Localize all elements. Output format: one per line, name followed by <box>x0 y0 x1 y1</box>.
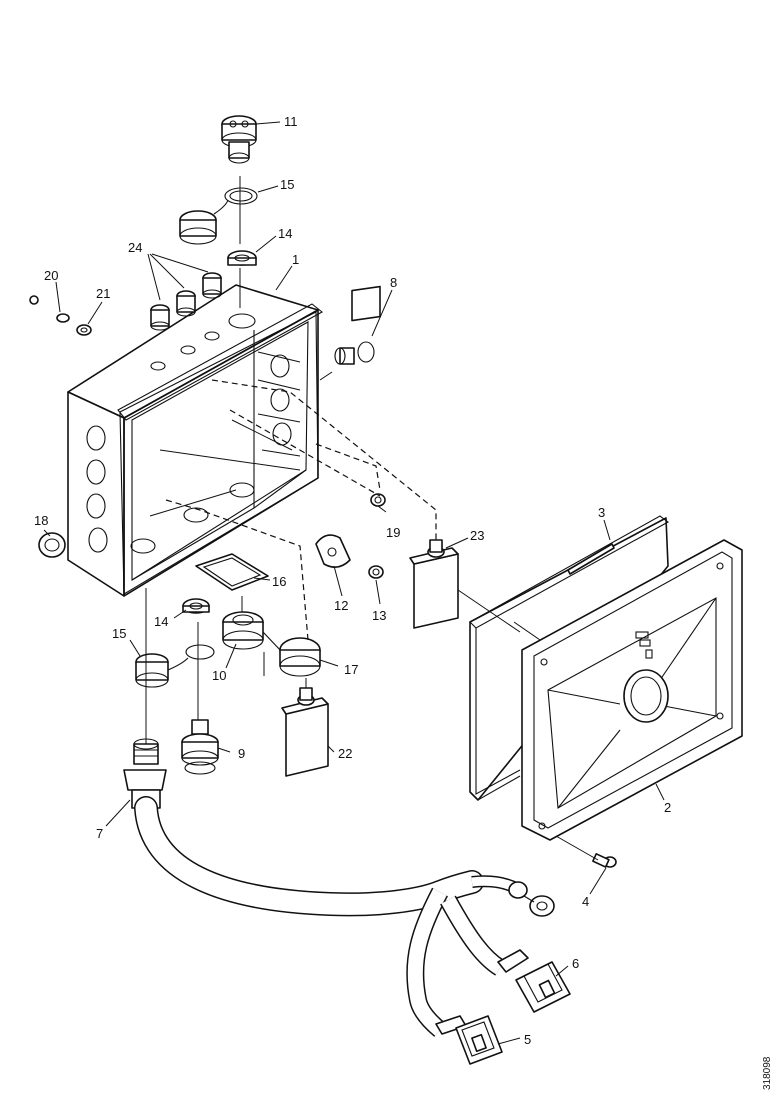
dust-cap-lower <box>135 644 215 688</box>
callout-8: 8 <box>390 275 397 290</box>
wiring-harness <box>134 796 555 1037</box>
callout-9: 9 <box>238 746 245 761</box>
relay-22 <box>281 687 329 777</box>
nut-lower <box>182 598 210 614</box>
plug-6 <box>497 949 571 1013</box>
gasket-strip <box>567 543 615 575</box>
callout-2: 2 <box>664 800 671 815</box>
callout-13: 13 <box>372 608 386 623</box>
callout-3: 3 <box>598 505 605 520</box>
callout-5: 5 <box>524 1032 531 1047</box>
connector-10 <box>222 611 283 653</box>
callout-24: 24 <box>128 240 142 255</box>
callout-17: 17 <box>344 662 358 677</box>
relay-23 <box>409 539 459 629</box>
callout-22: 22 <box>338 746 352 761</box>
callout-labels: 11 15 14 24 1 20 21 8 19 23 3 18 16 12 1… <box>34 114 671 1047</box>
flange-connector <box>319 285 381 381</box>
callout-4: 4 <box>582 894 589 909</box>
callout-18: 18 <box>34 513 48 528</box>
leader-lines <box>43 121 665 1045</box>
callout-14-lower: 14 <box>154 614 168 629</box>
callout-14-top: 14 <box>278 226 292 241</box>
lid-2 <box>521 539 743 841</box>
screw-13 <box>368 565 384 579</box>
callout-23: 23 <box>470 528 484 543</box>
drawing-number: 318098 <box>762 1056 773 1090</box>
callout-11: 11 <box>284 114 298 129</box>
callout-12: 12 <box>334 598 348 613</box>
callout-6: 6 <box>572 956 579 971</box>
callout-7: 7 <box>96 826 103 841</box>
callout-21: 21 <box>96 286 110 301</box>
callout-16: 16 <box>272 574 286 589</box>
top-connector <box>221 115 257 164</box>
screw-19 <box>370 493 386 507</box>
cap-17 <box>279 637 321 677</box>
sealing-plugs <box>150 272 222 331</box>
callout-19: 19 <box>386 525 400 540</box>
washer-screw <box>29 295 92 336</box>
callout-1: 1 <box>292 252 299 267</box>
screw-4 <box>592 853 617 868</box>
connector-9 <box>181 719 219 775</box>
nut-top <box>227 250 257 266</box>
grommet-18 <box>38 532 66 558</box>
bracket-12 <box>315 534 351 568</box>
callout-20: 20 <box>44 268 58 283</box>
callout-15-top: 15 <box>280 177 294 192</box>
plug-5 <box>435 1015 503 1065</box>
callout-10: 10 <box>212 668 226 683</box>
enclosure-box <box>67 284 323 597</box>
assembly-lines <box>145 176 599 861</box>
cover-plate-16 <box>195 553 269 591</box>
dust-cap-top <box>179 187 258 245</box>
callout-15-lower: 15 <box>112 626 126 641</box>
